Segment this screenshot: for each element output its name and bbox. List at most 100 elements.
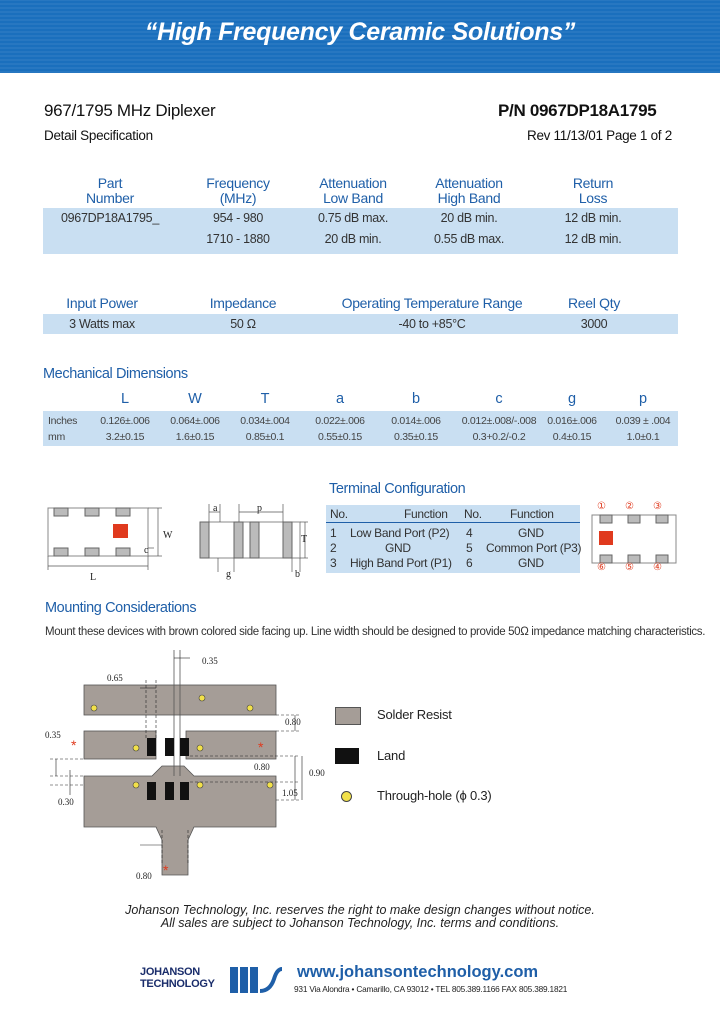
power-table-band (43, 314, 678, 334)
terminal-cell: 6 (466, 556, 473, 570)
terminal-cell: GND (518, 556, 544, 570)
col-header-temp-range: Operating Temperature Range (341, 295, 523, 311)
through-hole-swatch (341, 791, 352, 802)
spec-cell: 0967DP18A1795_ (61, 211, 159, 225)
pin-label: ② (625, 501, 634, 512)
company-website[interactable]: www.johansontechnology.com (297, 963, 539, 981)
legend-solder-resist: Solder Resist (377, 707, 452, 722)
solder-resist-swatch (335, 707, 361, 725)
dim-cell: 1.0±0.1 (626, 431, 660, 443)
dimensions-band (43, 411, 678, 446)
terminal-configuration-title: Terminal Configuration (329, 481, 466, 497)
drawing-label: a (213, 503, 218, 514)
dim-unit: mm (48, 431, 65, 443)
terminal-cell: 3 (330, 556, 337, 570)
spec-table-band (43, 208, 678, 254)
dimension-label: 1.05 (282, 788, 298, 798)
mechanical-dimensions-title: Mechanical Dimensions (43, 366, 188, 382)
dim-cell: 0.3+0.2/-0.2 (472, 431, 526, 443)
header-banner (0, 0, 720, 73)
product-title: 967/1795 MHz Diplexer (44, 101, 216, 120)
pin-label: ① (597, 501, 606, 512)
dim-header: T (260, 391, 270, 407)
terminal-header: Function (510, 507, 554, 521)
spec-cell: 12 dB min. (564, 232, 622, 246)
dim-header: p (638, 391, 648, 407)
dim-cell: 0.022±.006 (315, 415, 365, 427)
drawing-label: b (295, 569, 300, 580)
dim-header: g (567, 391, 577, 407)
terminal-header: Function (404, 507, 448, 521)
spec-cell: 954 - 980 (212, 211, 264, 225)
spec-cell: 1710 - 1880 (206, 232, 270, 246)
power-cell: 50 Ω (230, 317, 256, 331)
dim-header: a (335, 391, 345, 407)
spec-cell: 0.55 dB max. (433, 232, 505, 246)
terminal-cell: Low Band Port (P2) (350, 526, 450, 540)
company-address: 931 Via Alondra • Camarillo, CA 93012 • … (294, 984, 568, 994)
pin-label: ⑤ (625, 562, 634, 573)
power-cell: -40 to +85°C (398, 317, 466, 331)
terminal-table-band (326, 505, 580, 573)
spec-cell: 12 dB min. (564, 211, 622, 225)
terminal-header: No. (464, 507, 482, 521)
dim-cell: 0.016±.006 (547, 415, 597, 427)
drawing-label: g (226, 569, 231, 580)
dim-cell: 0.012±.008/-.008 (461, 415, 537, 427)
terminal-cell: High Band Port (P1) (350, 556, 452, 570)
drawing-label: W (163, 530, 173, 541)
terminal-cell: Common Port (P3) (486, 541, 582, 555)
dim-header: b (411, 391, 421, 407)
disclaimer-line-1: Johanson Technology, Inc. reserves the r… (125, 903, 595, 917)
drawing-label: p (257, 503, 262, 514)
note-star: * (258, 739, 264, 755)
pin-label: ④ (653, 562, 662, 573)
drawing-label: T (301, 534, 308, 545)
terminal-header-divider (326, 522, 580, 523)
terminal-cell: 5 (466, 541, 473, 555)
pin-label: ⑥ (597, 562, 606, 573)
terminal-cell: 1 (330, 526, 337, 540)
dim-unit: Inches (48, 415, 78, 427)
terminal-header: No. (330, 507, 348, 521)
dimension-label: 0.30 (58, 797, 74, 807)
spec-cell: 0.75 dB max. (317, 211, 389, 225)
mounting-text: Mount these devices with brown colored s… (45, 626, 706, 638)
dim-cell: 0.85±0.1 (245, 431, 285, 443)
dim-cell: 3.2±0.15 (105, 431, 145, 443)
banner-title: “High Frequency Ceramic Solutions” (144, 18, 576, 46)
dim-cell: 0.35±0.15 (394, 431, 438, 443)
company-logo-text: JOHANSON TECHNOLOGY (140, 966, 215, 990)
spec-cell: 20 dB min. (440, 211, 498, 225)
col-header-frequency: Frequency(MHz) (206, 175, 270, 206)
dimension-label: 0.80 (285, 717, 301, 727)
component-side-view-drawing (199, 504, 308, 572)
dim-header: L (120, 391, 130, 407)
dim-cell: 0.014±.006 (391, 415, 441, 427)
note-star: * (71, 737, 77, 753)
drawing-label: c (144, 545, 149, 556)
dim-cell: 0.126±.006 (100, 415, 150, 427)
dim-cell: 0.4±0.15 (552, 431, 592, 443)
dim-cell: 1.6±0.15 (175, 431, 215, 443)
dim-header: c (495, 391, 503, 407)
pin-diagram (591, 514, 677, 564)
disclaimer-line-2: All sales are subject to Johanson Techno… (160, 916, 560, 930)
land-swatch (335, 748, 359, 764)
terminal-cell: GND (385, 541, 411, 555)
spec-cell: 20 dB min. (324, 232, 382, 246)
dimension-label: 0.90 (309, 768, 325, 778)
dimension-label: 0.65 (107, 673, 123, 683)
dimension-label: 0.80 (136, 871, 152, 881)
dim-cell: 0.034±.004 (240, 415, 290, 427)
col-header-impedance: Impedance (209, 295, 277, 311)
component-top-view-drawing (47, 507, 162, 570)
dimension-label: 0.35 (202, 656, 218, 666)
mounting-considerations-title: Mounting Considerations (45, 600, 197, 616)
dimension-label: 0.80 (254, 762, 270, 772)
terminal-cell: GND (518, 526, 544, 540)
power-cell: 3 Watts max (69, 317, 135, 331)
legend-through-hole: Through-hole (ϕ 0.3) (377, 788, 492, 803)
